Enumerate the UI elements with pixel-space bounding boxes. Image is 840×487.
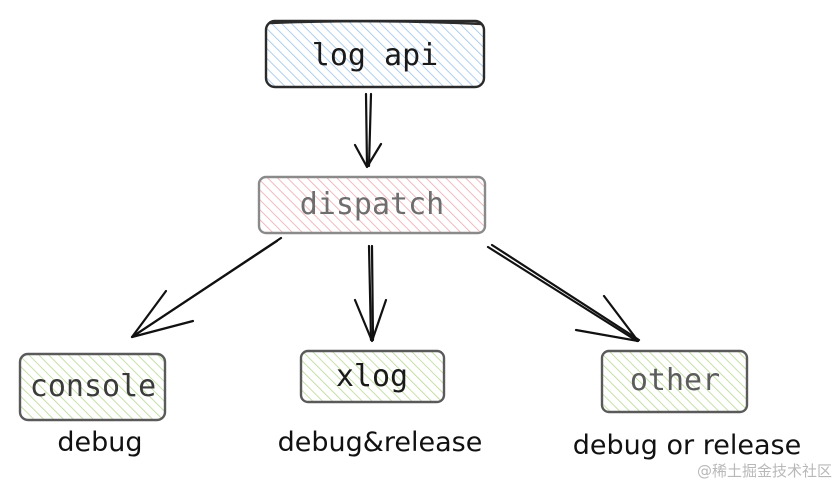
node-log-api: log api (264, 19, 486, 89)
node-xlog-label: xlog (336, 359, 408, 394)
node-other: other (600, 349, 749, 414)
edge-dispatch-to-xlog (353, 244, 388, 343)
edge-dispatch-to-other (486, 243, 641, 343)
edge-dispatch-to-console (130, 236, 283, 339)
node-other-label: other (630, 363, 720, 398)
node-log-api-label: log api (312, 38, 438, 73)
caption-console: debug (57, 427, 142, 458)
caption-other: debug or release (573, 430, 801, 461)
node-dispatch-label: dispatch (300, 187, 445, 222)
node-dispatch: dispatch (257, 175, 487, 235)
watermark: @稀土掘金技术社区 (697, 462, 832, 480)
node-console: console (18, 352, 167, 422)
caption-xlog: debug&release (278, 427, 483, 458)
edge-log-api-to-dispatch (353, 92, 383, 169)
node-xlog: xlog (299, 349, 446, 404)
node-console-label: console (30, 369, 156, 404)
